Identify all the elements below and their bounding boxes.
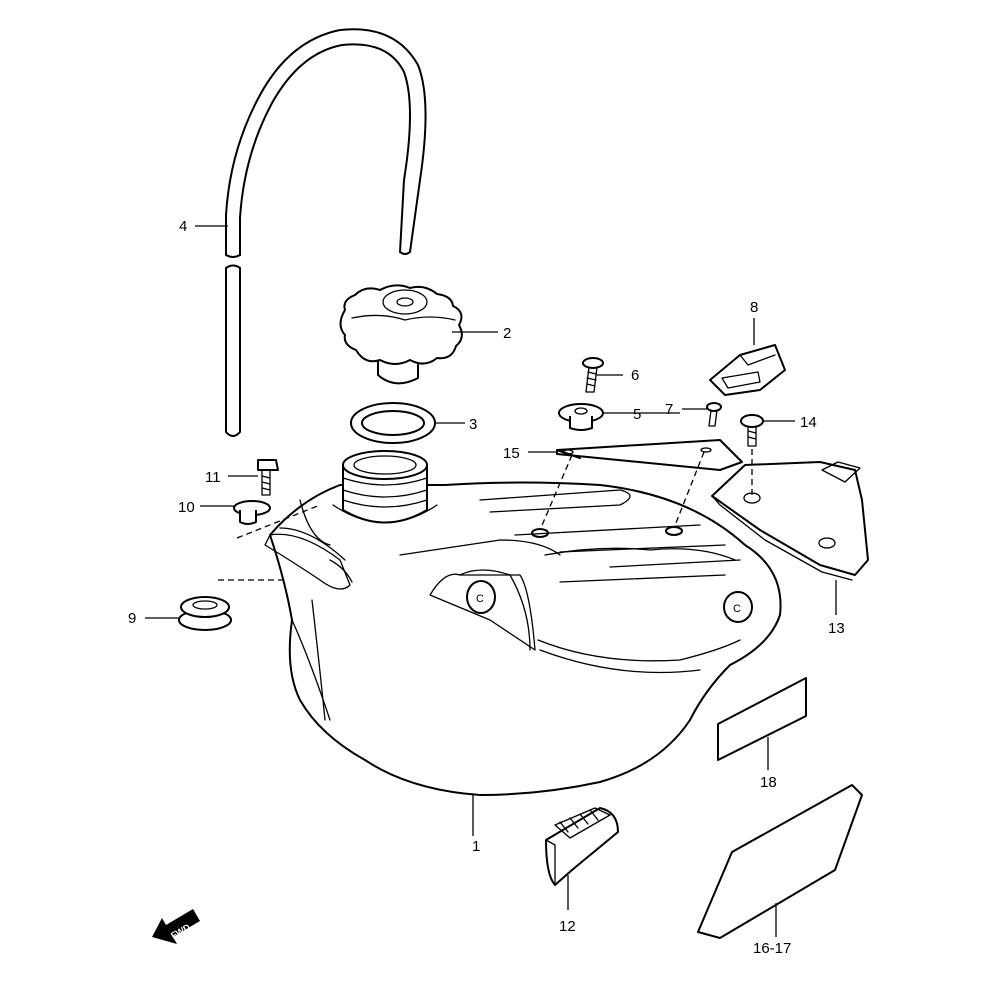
filler-neck [332,450,438,524]
shield-guide-line [673,451,705,529]
fuel-tank: C C [264,481,782,796]
collar [233,500,271,525]
callout-13: 13 [828,620,845,637]
heat-shield [556,439,743,471]
callout-11: 11 [205,469,221,486]
grommet [178,596,232,631]
callout-6: 6 [631,367,639,384]
callout-3: 3 [469,416,477,433]
strap-clip [709,344,786,396]
mount-hole [531,528,549,538]
callout-15: 15 [503,445,520,462]
small-screw [706,402,722,427]
callout-12: 12 [559,918,576,935]
tank-marking-c: C [733,603,741,615]
callout-8: 8 [750,299,758,316]
fwd-arrow-icon: FWD [152,909,200,944]
callout-16-17: 16-17 [753,940,791,957]
callout-18: 18 [760,774,777,791]
fuel-cap [339,284,463,385]
callout-4: 4 [179,218,187,235]
mount-bracket [711,461,869,581]
callout-5: 5 [633,406,641,423]
callout-1: 1 [472,838,480,855]
tank-marking-c: C [476,593,484,605]
leader-lines [145,225,837,937]
warning-label [717,677,807,761]
callout-9: 9 [128,610,136,627]
screw [582,357,604,393]
callout-numbers: 1 2 3 4 5 6 7 8 9 10 11 12 13 14 15 16-1… [128,218,845,957]
damper [558,403,604,431]
callout-10: 10 [178,499,195,516]
flange-bolt [740,414,764,447]
callout-14: 14 [800,414,817,431]
callout-7: 7 [665,401,673,418]
cap-gasket [350,402,436,444]
callout-2: 2 [503,325,511,342]
shield-guide-line [539,454,573,531]
collar-guide-line [236,504,321,539]
bolt [257,459,279,496]
breather-hose [225,28,427,437]
hose-clip [545,807,619,886]
mount-hole [665,526,683,536]
decal-panel [697,784,863,939]
